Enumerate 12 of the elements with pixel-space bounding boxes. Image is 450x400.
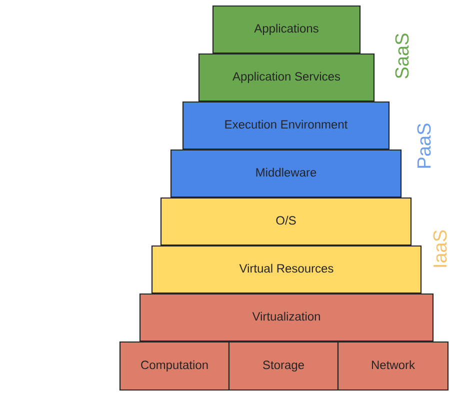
layer-box: Storage — [228, 341, 339, 391]
layer-box: Middleware — [170, 149, 402, 198]
layer-box: Applications — [212, 5, 361, 54]
layer-box: Network — [337, 341, 449, 391]
service-label: PaaS — [417, 124, 431, 168]
layer-box: Application Services — [198, 53, 375, 102]
layer-box: Execution Environment — [182, 101, 390, 150]
layer-box: Virtual Resources — [151, 245, 422, 294]
layer-box: O/S — [160, 197, 412, 246]
layer-box: Computation — [119, 341, 230, 391]
service-label: IaaS — [433, 230, 447, 267]
service-label: SaaS — [395, 34, 409, 78]
